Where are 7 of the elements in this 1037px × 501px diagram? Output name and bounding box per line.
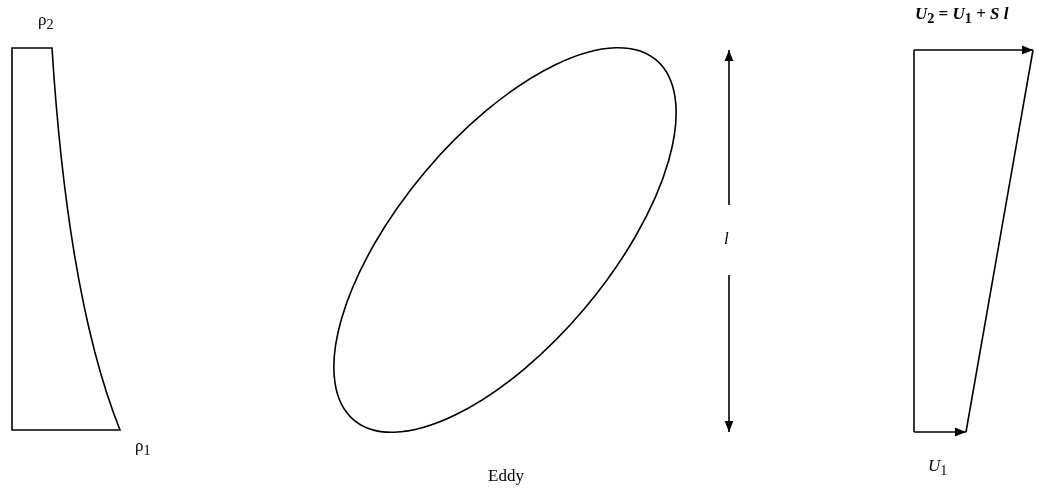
node-label: Eddy	[488, 466, 524, 486]
velocity-equation: U$_{2}$ = U$_{1}$ + S l	[915, 4, 1009, 28]
eddy-ellipse	[333, 47, 677, 433]
density-label: ρ$_{1}$	[135, 436, 151, 460]
velocity-label: U$_{1}$	[928, 456, 948, 480]
length-label: l	[724, 229, 729, 249]
density-label: ρ$_{2}$	[38, 10, 54, 34]
